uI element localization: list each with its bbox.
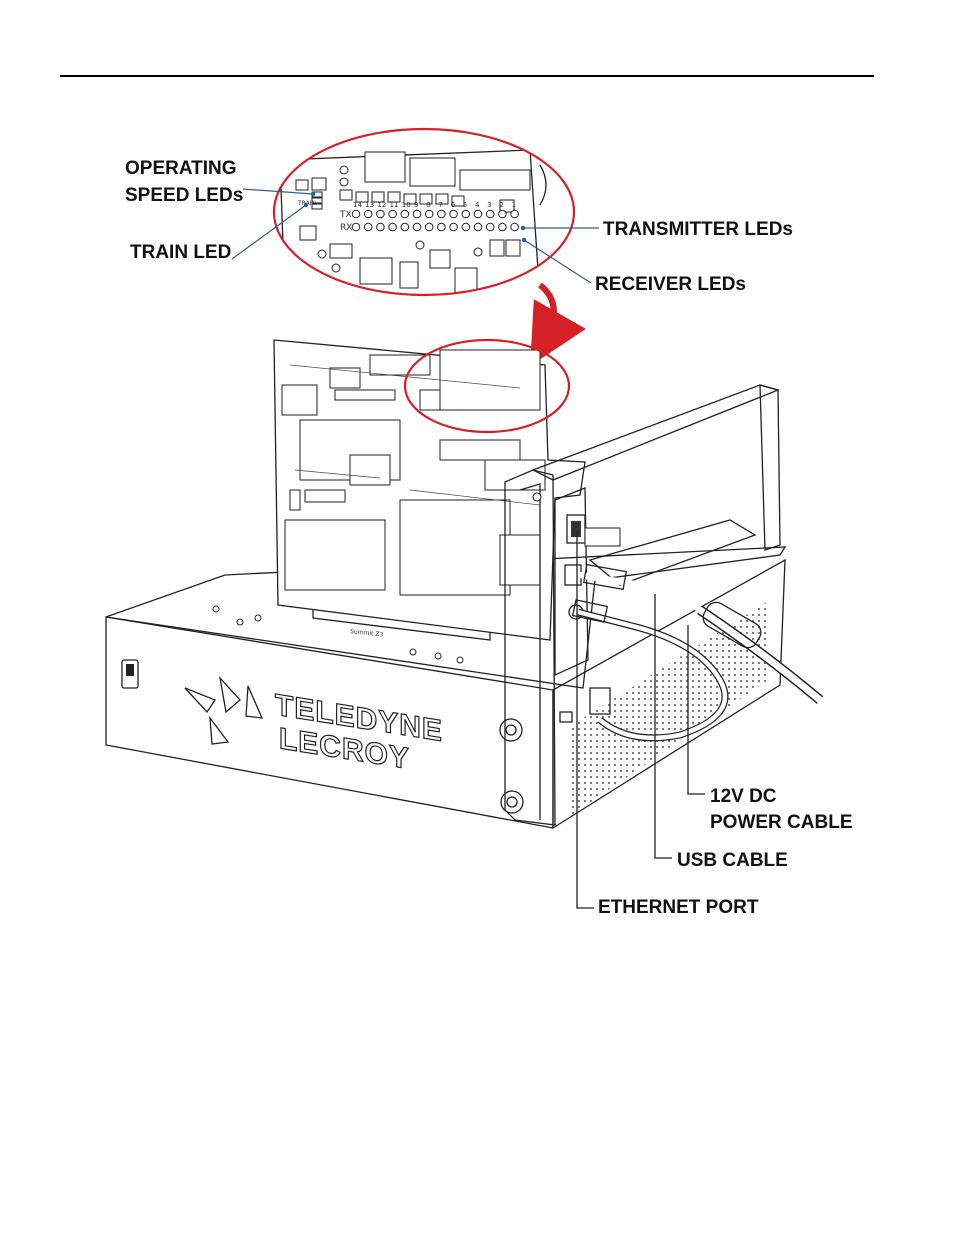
lane-number: 2	[499, 201, 503, 209]
lane-number: 6	[451, 201, 456, 209]
receiver-led	[462, 223, 470, 231]
receiver-led	[486, 223, 494, 231]
transmitter-led	[413, 210, 421, 218]
tx-row-label: TX	[339, 210, 352, 220]
transmitter-led	[450, 210, 458, 218]
receiver-led	[401, 223, 409, 231]
teledyne-logo-mark	[185, 678, 262, 744]
label-power-cable-2: POWER CABLE	[710, 812, 853, 833]
zoom-arrow	[540, 285, 554, 340]
transmitter-led	[389, 210, 397, 218]
lane-number: 9	[414, 201, 418, 209]
transmitter-led	[352, 210, 360, 218]
label-receiver-leds: RECEIVER LEDs	[595, 274, 746, 295]
label-usb-cable: USB CABLE	[677, 850, 788, 871]
receiver-led	[352, 223, 360, 231]
label-operating-speed-1: OPERATING	[125, 158, 237, 179]
receiver-led	[438, 223, 446, 231]
receiver-led	[377, 223, 385, 231]
usb-port[interactable]	[565, 565, 581, 585]
transmitter-led	[377, 210, 385, 218]
label-transmitter-leds: TRANSMITTER LEDs	[603, 219, 793, 240]
lane-number: 5	[463, 201, 467, 209]
lane-number: 7	[438, 201, 442, 209]
transmitter-led	[401, 210, 409, 218]
lane-number: 11	[390, 201, 399, 209]
lane-number: 12	[377, 201, 386, 209]
label-operating-speed-2: SPEED LEDs	[125, 185, 243, 206]
lane-number: 10	[402, 201, 411, 209]
label-train-led: TRAIN LED	[130, 242, 231, 263]
receiver-led	[450, 223, 458, 231]
frame-knob-upper	[500, 719, 522, 741]
receiver-led	[413, 223, 421, 231]
lane-number: 4	[475, 201, 480, 209]
transmitter-led	[462, 210, 470, 218]
transmitter-led	[511, 210, 519, 218]
transmitter-led	[486, 210, 494, 218]
receiver-led	[499, 223, 507, 231]
lane-number: 1	[512, 201, 516, 209]
lane-number: 13	[365, 201, 374, 209]
transmitter-led	[364, 210, 372, 218]
label-power-cable-1: 12V DC	[710, 786, 777, 807]
receiver-led	[389, 223, 397, 231]
frame-knob-lower	[501, 791, 523, 813]
receiver-led	[425, 223, 433, 231]
rx-row-label: RX	[340, 223, 352, 233]
lane-number: 3	[487, 201, 491, 209]
model-name: Summit Z3	[350, 628, 384, 638]
receiver-led	[474, 223, 482, 231]
transmitter-led	[474, 210, 482, 218]
transmitter-led	[438, 210, 446, 218]
transmitter-led	[499, 210, 507, 218]
label-ethernet-port: ETHERNET PORT	[598, 897, 759, 918]
plugin-board	[274, 340, 585, 640]
receiver-led	[364, 223, 372, 231]
transmitter-led	[425, 210, 433, 218]
receiver-led	[511, 223, 519, 231]
lane-number: 8	[426, 201, 430, 209]
lane-number: 14	[353, 201, 362, 209]
